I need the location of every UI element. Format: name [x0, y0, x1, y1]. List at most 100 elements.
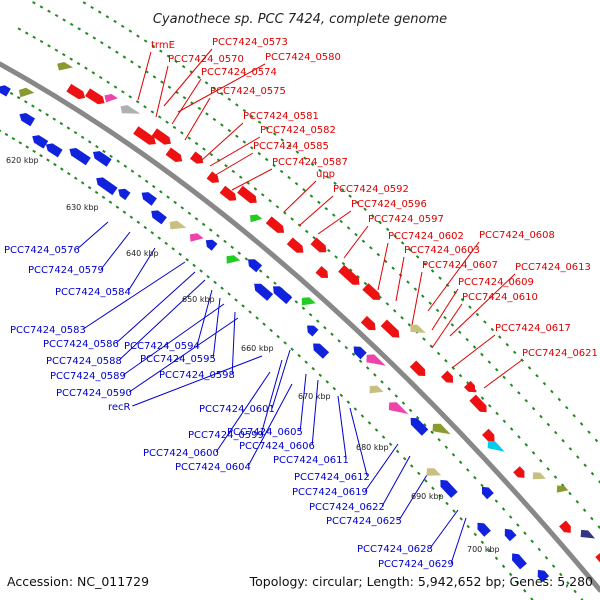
gene-box — [366, 354, 386, 366]
tick-dot — [288, 144, 292, 148]
tick-dot — [73, 176, 78, 180]
tick-dot — [76, 61, 81, 66]
tick-dot — [524, 398, 528, 403]
gene-box — [189, 233, 204, 242]
tick-dot — [325, 380, 330, 384]
blue-leader-line — [337, 395, 347, 460]
tick-dot — [136, 220, 141, 225]
tick-dot — [458, 460, 463, 465]
blue-gene-label: PCC7424_0605 — [227, 427, 303, 438]
tick-dot — [171, 247, 175, 251]
genome-backbone — [0, 61, 600, 593]
tick-dot — [509, 383, 514, 387]
tick-dot — [444, 359, 448, 363]
tick-dot — [508, 515, 513, 519]
tick-dot — [429, 344, 434, 349]
red-leader-line — [213, 152, 254, 177]
gene-box — [169, 220, 187, 230]
accession-text: Accession: NC_011729 — [7, 574, 149, 589]
tick-dot — [483, 320, 487, 324]
tick-dot — [80, 181, 85, 185]
tick-dot — [509, 427, 514, 431]
forward-gene-arrow — [441, 370, 454, 383]
reverse-gene-arrow — [504, 528, 517, 542]
tick-dot — [258, 269, 263, 273]
tick-dot — [91, 71, 96, 75]
tick-dot — [39, 154, 43, 158]
tick-dot — [92, 36, 97, 40]
tick-dot — [435, 308, 440, 313]
red-leader-line — [411, 271, 423, 326]
tick-dot — [98, 75, 103, 80]
tick-dot — [579, 422, 584, 426]
tick-dot — [187, 136, 192, 140]
tick-dot — [468, 305, 472, 309]
tick-dot — [152, 75, 157, 79]
tick-dot — [18, 141, 23, 145]
red-leader-line — [299, 195, 334, 226]
reverse-gene-arrow — [273, 286, 293, 305]
tick-dot — [151, 44, 156, 48]
red-leader-line — [283, 180, 317, 213]
red-gene-label: PCC7424_0575 — [210, 86, 286, 97]
tick-dot — [137, 174, 142, 178]
tick-dot — [47, 44, 51, 48]
blue-leader-line — [299, 373, 307, 432]
forward-gene-arrow — [513, 466, 525, 478]
tick-dot — [466, 468, 470, 472]
tick-dot — [212, 117, 217, 122]
blue-leader-line — [450, 517, 467, 564]
tick-dot — [473, 475, 477, 480]
tick-dot — [109, 154, 113, 158]
tick-dot — [199, 269, 203, 273]
tick-dot — [180, 131, 184, 135]
red-gene-label: PCC7424_0607 — [422, 260, 498, 271]
tick-dot — [498, 335, 502, 339]
tick-dot — [257, 120, 262, 124]
tick-dot — [423, 262, 427, 266]
tick-dot — [559, 572, 563, 577]
tick-dot — [106, 80, 110, 84]
tick-dot — [295, 150, 300, 154]
tick-dot — [517, 435, 521, 439]
red-gene-label: PCC7424_0597 — [368, 214, 444, 225]
tick-dot — [380, 380, 384, 384]
kbp-tick-label: 630 kbp — [66, 203, 99, 212]
tick-dot — [201, 222, 206, 227]
gene-features — [0, 62, 600, 582]
tick-dot — [150, 110, 155, 114]
tick-dot — [395, 449, 400, 454]
tick-dot — [505, 342, 510, 347]
blue-gene-label: PCC7424_0628 — [357, 544, 433, 555]
tick-dot — [348, 194, 352, 198]
topology-text: Topology: circular; Length: 5,942,652 bp… — [249, 574, 593, 589]
tick-dot — [62, 18, 66, 22]
blue-leader-line — [132, 355, 263, 407]
tick-dot — [136, 34, 140, 38]
tick-dot — [266, 275, 270, 279]
forward-gene-arrow — [165, 147, 183, 162]
tick-dot — [537, 547, 542, 552]
blue-leader-line — [100, 231, 131, 270]
tick-dot — [54, 48, 59, 52]
tick-dot — [331, 213, 336, 217]
tick-dot — [249, 146, 254, 150]
tick-dot — [95, 144, 99, 149]
tick-dot — [143, 105, 147, 109]
tick-dot — [59, 121, 64, 126]
blue-gene-label: PCC7424_0611 — [273, 455, 349, 466]
label-leader-lines — [76, 48, 523, 564]
tick-dot — [385, 302, 390, 306]
tick-dot — [283, 211, 287, 215]
blue-gene-label: PCC7424_0588 — [46, 356, 122, 367]
tick-dot — [523, 589, 527, 593]
red-gene-label: PCC7424_0582 — [260, 125, 336, 136]
tick-dot — [318, 168, 322, 173]
tick-dot — [436, 351, 441, 356]
tick-dot — [301, 306, 306, 311]
tick-dot — [480, 396, 485, 400]
tick-dot — [351, 352, 356, 357]
reverse-gene-arrow — [19, 113, 35, 127]
forward-gene-arrow — [409, 360, 426, 376]
tick-dot — [45, 113, 49, 117]
